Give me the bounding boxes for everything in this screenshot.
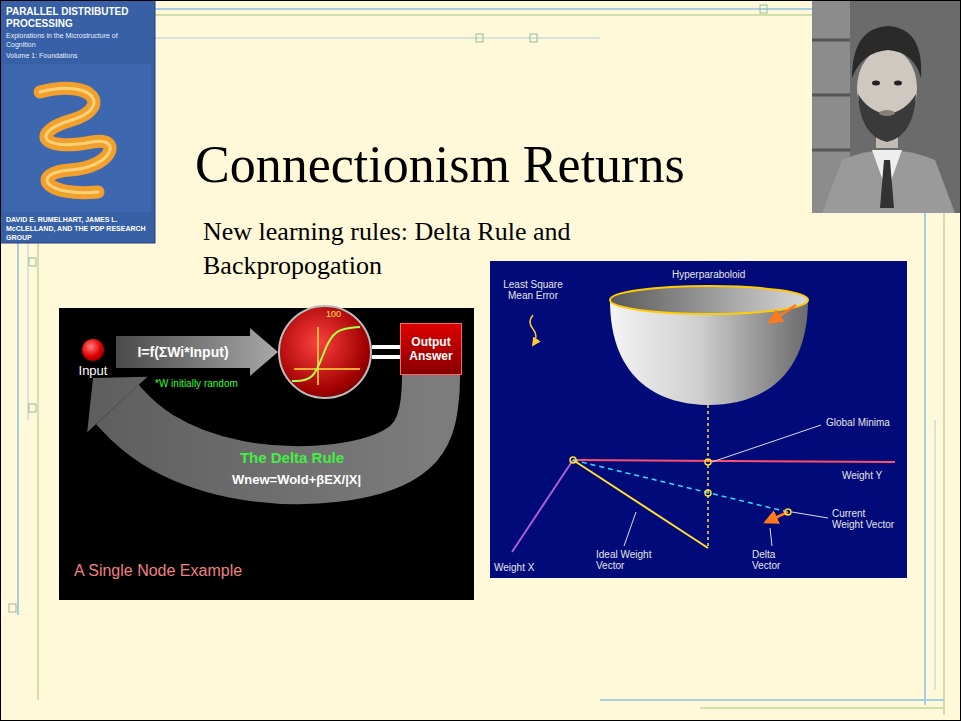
panel-caption: A Single Node Example <box>74 561 242 580</box>
weight-note: *W initially random <box>155 378 238 390</box>
portrait-photo <box>822 150 955 213</box>
error-surface-panel <box>792 512 828 518</box>
connector <box>116 328 278 376</box>
sigmoid-plot <box>280 307 370 397</box>
portrait-photo <box>812 39 850 42</box>
axis-label: Weight Y <box>842 470 882 482</box>
portrait-photo <box>812 0 961 213</box>
axis-label: Weight X <box>494 562 534 574</box>
error-surface-panel <box>785 509 791 515</box>
error-surface-panel <box>573 460 708 548</box>
decorative-rule <box>29 258 36 266</box>
error-surface-panel <box>573 460 788 512</box>
output-box: Output Answer <box>400 323 462 375</box>
decorative-rule <box>476 34 483 42</box>
connector <box>372 347 400 357</box>
decorative-rule <box>17 243 19 615</box>
connector-label: I=f(ΣWi*Input) <box>137 344 228 361</box>
decorative-rule <box>943 213 945 715</box>
sigmoid-axis <box>317 327 319 385</box>
error-surface-panel <box>712 425 821 462</box>
connector-band <box>116 336 250 368</box>
decorative-rule <box>9 604 16 612</box>
book-title: PARALLEL DISTRIBUTED PROCESSING <box>6 6 148 30</box>
connector <box>87 375 431 475</box>
node-text: Input <box>70 363 116 378</box>
error-surface-panel <box>530 315 536 345</box>
sigmoid-curve <box>292 327 360 381</box>
book-cover <box>40 88 110 192</box>
decorative-rule <box>155 38 600 39</box>
portrait-photo <box>880 160 894 208</box>
activation-node: 100 <box>278 305 372 399</box>
decorative-rule <box>155 8 812 10</box>
decorative-rule <box>37 243 39 700</box>
node-text: 100 <box>326 309 341 319</box>
arrow-head <box>250 328 278 376</box>
decorative-rule <box>935 420 936 690</box>
axis-label: Least Square Mean Error <box>503 279 563 301</box>
input-dot <box>82 339 104 361</box>
portrait-photo <box>894 81 902 86</box>
single-node-panel <box>59 308 474 600</box>
book-cover <box>40 88 110 192</box>
update-formula: Wnew=Wold+βEX/|X| <box>232 472 361 488</box>
book-authors: DAVID E. RUMELHART, JAMES L. McCLELLAND,… <box>6 216 151 242</box>
error-surface-panel <box>490 261 907 578</box>
error-surface-panel <box>770 305 796 322</box>
connector-label: The Delta Rule <box>240 449 344 467</box>
decorative-rule <box>155 14 812 16</box>
portrait-photo <box>858 94 916 142</box>
error-surface-panel <box>770 528 772 546</box>
decorative-rule <box>760 5 767 13</box>
surface-label: Hyperparaboloid <box>672 269 745 281</box>
decorative-rule <box>924 213 926 705</box>
error-surface-panel <box>707 405 709 546</box>
arrow-head <box>87 377 147 432</box>
slide-title: Connectionism Returns <box>195 134 685 196</box>
connector-line <box>372 345 400 349</box>
callout-label: Current Weight Vector <box>832 508 896 530</box>
sigmoid-axis <box>294 368 360 370</box>
book-volume: Volume 1: Foundations <box>6 52 148 61</box>
portrait-photo <box>879 110 895 116</box>
book-cover <box>4 64 151 212</box>
portrait-photo <box>812 94 850 97</box>
decorative-rule <box>700 707 944 709</box>
callout-label: Delta Vector <box>752 549 800 571</box>
portrait-photo <box>852 26 921 78</box>
decorative-rule <box>530 34 537 42</box>
book-cover <box>0 0 155 243</box>
callout-label: Global Minima <box>826 417 890 429</box>
error-surface-panel <box>610 300 808 405</box>
book-cover <box>0 0 155 243</box>
portrait-photo <box>812 149 850 152</box>
error-surface-panel <box>610 286 808 314</box>
decorative-rule <box>28 243 29 420</box>
portrait-photo <box>812 0 961 213</box>
connector-band <box>117 375 431 475</box>
node-text: Output Answer <box>404 335 458 363</box>
error-surface-panel <box>490 261 907 578</box>
decorative-rule <box>600 699 944 701</box>
error-surface-panel <box>512 460 573 552</box>
callout-label: Ideal Weight Vector <box>596 549 666 571</box>
portrait-photo <box>872 81 880 86</box>
connector-line <box>372 355 400 359</box>
input-node: Input <box>70 339 116 378</box>
error-surface-panel <box>624 512 636 546</box>
error-surface-panel <box>705 459 711 465</box>
decorative-rule <box>29 404 36 412</box>
slide-subtitle: New learning rules: Delta Rule and Backp… <box>203 215 673 283</box>
book-subtitle: Explorations in the Microstructure of Co… <box>6 32 148 50</box>
error-surface-panel <box>573 460 895 462</box>
error-surface-panel <box>570 457 576 463</box>
error-surface-panel <box>705 490 711 496</box>
